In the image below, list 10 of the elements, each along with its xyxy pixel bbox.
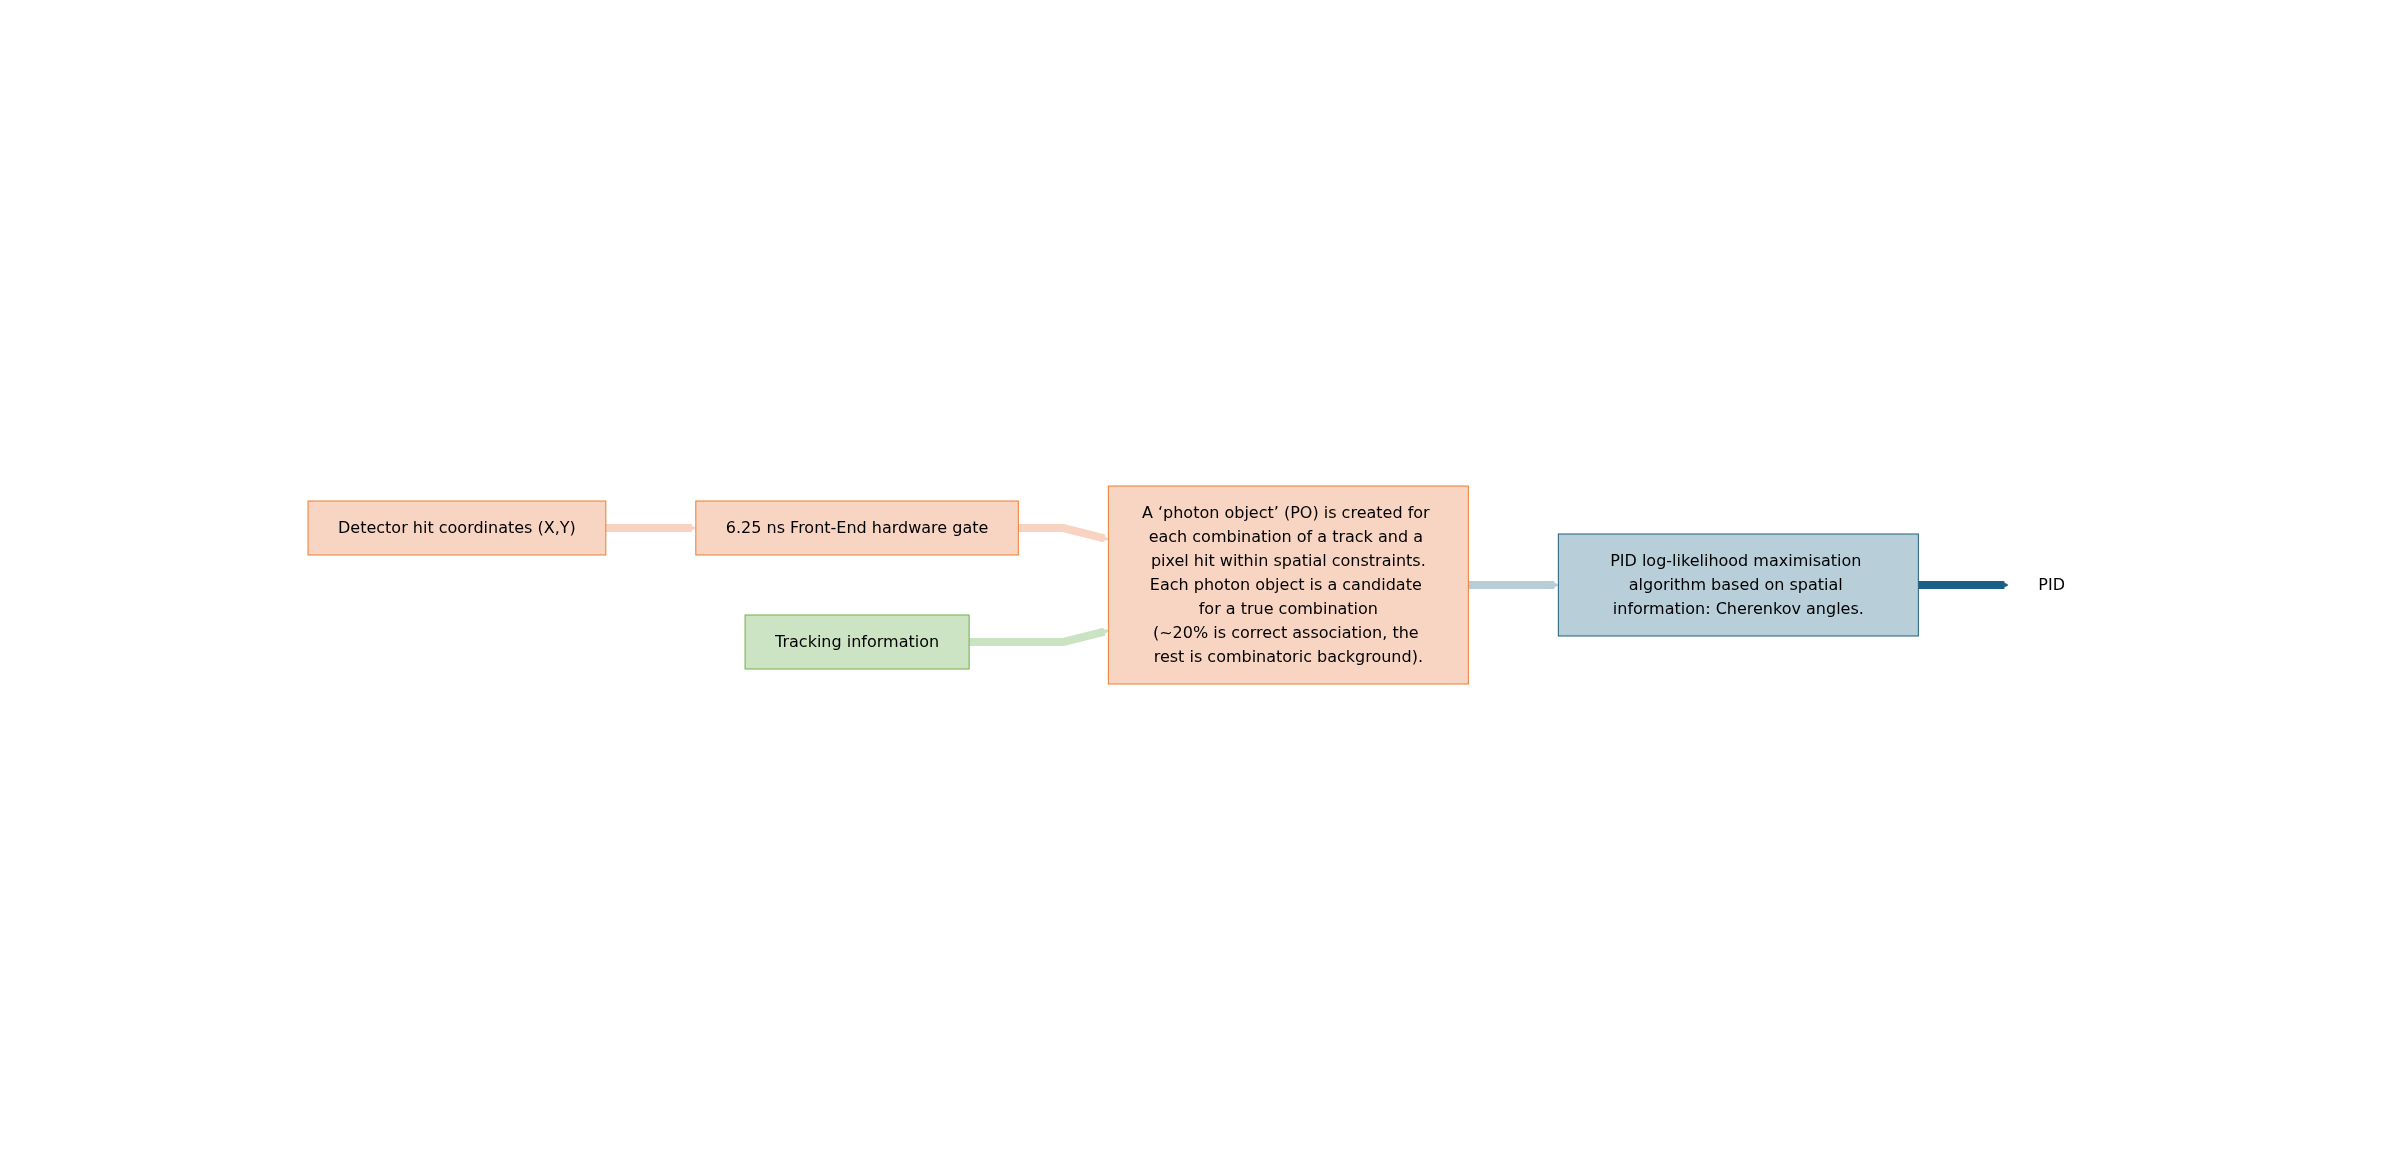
node-box: A ‘photon object’ (PO) is created for each combination of a track and a pixel hit within spatial constraints. Each photon object is a candidate for a true combination (~20% is correct association, the rest is combinatoric background). [1108, 485, 1470, 684]
node-text: PID [2038, 574, 2066, 594]
arrow [606, 523, 697, 532]
node-box: Detector hit coordinates (X,Y) [308, 500, 607, 555]
node-box: Tracking information [745, 614, 971, 669]
arrow [969, 627, 1110, 646]
node-box: 6.25 ns Front-End hardware gate [695, 500, 1020, 555]
arrow [1018, 523, 1110, 542]
arrow [1468, 580, 1560, 589]
node-box: PID log-likelihood maximisation algorithm based on spatial information: Cherenkov angles. [1558, 533, 1920, 636]
